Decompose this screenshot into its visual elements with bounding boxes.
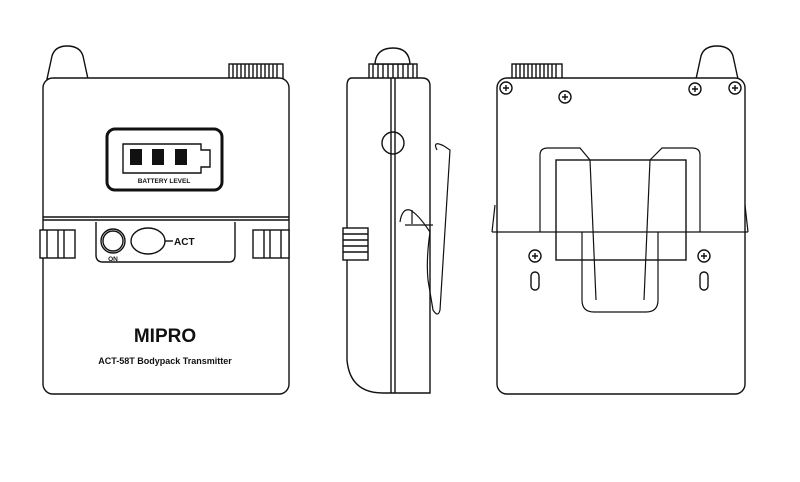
battery-display — [105, 127, 224, 192]
battery-bar — [130, 149, 142, 165]
back-belt-clip — [491, 147, 749, 313]
back-view — [491, 45, 749, 395]
on-label: ON — [108, 256, 118, 263]
antenna — [46, 45, 89, 80]
screw-icon — [499, 81, 742, 263]
belt-clip — [399, 143, 451, 315]
front-view: BATTERY LEVEL ON ACT MIPRO ACT-58T Bodyp… — [39, 45, 290, 395]
model-caption: ACT-58T Bodypack Transmitter — [98, 356, 232, 366]
side-body — [346, 77, 431, 394]
battery-bar — [175, 149, 187, 165]
on-button[interactable] — [100, 228, 126, 254]
battery-bar — [152, 149, 164, 165]
brand-logo: MIPRO — [134, 326, 196, 347]
side-view — [342, 47, 451, 394]
act-label: ACT — [174, 237, 195, 248]
battery-level-label: BATTERY LEVEL — [138, 178, 191, 185]
right-tab — [252, 229, 290, 259]
back-body — [496, 77, 746, 395]
